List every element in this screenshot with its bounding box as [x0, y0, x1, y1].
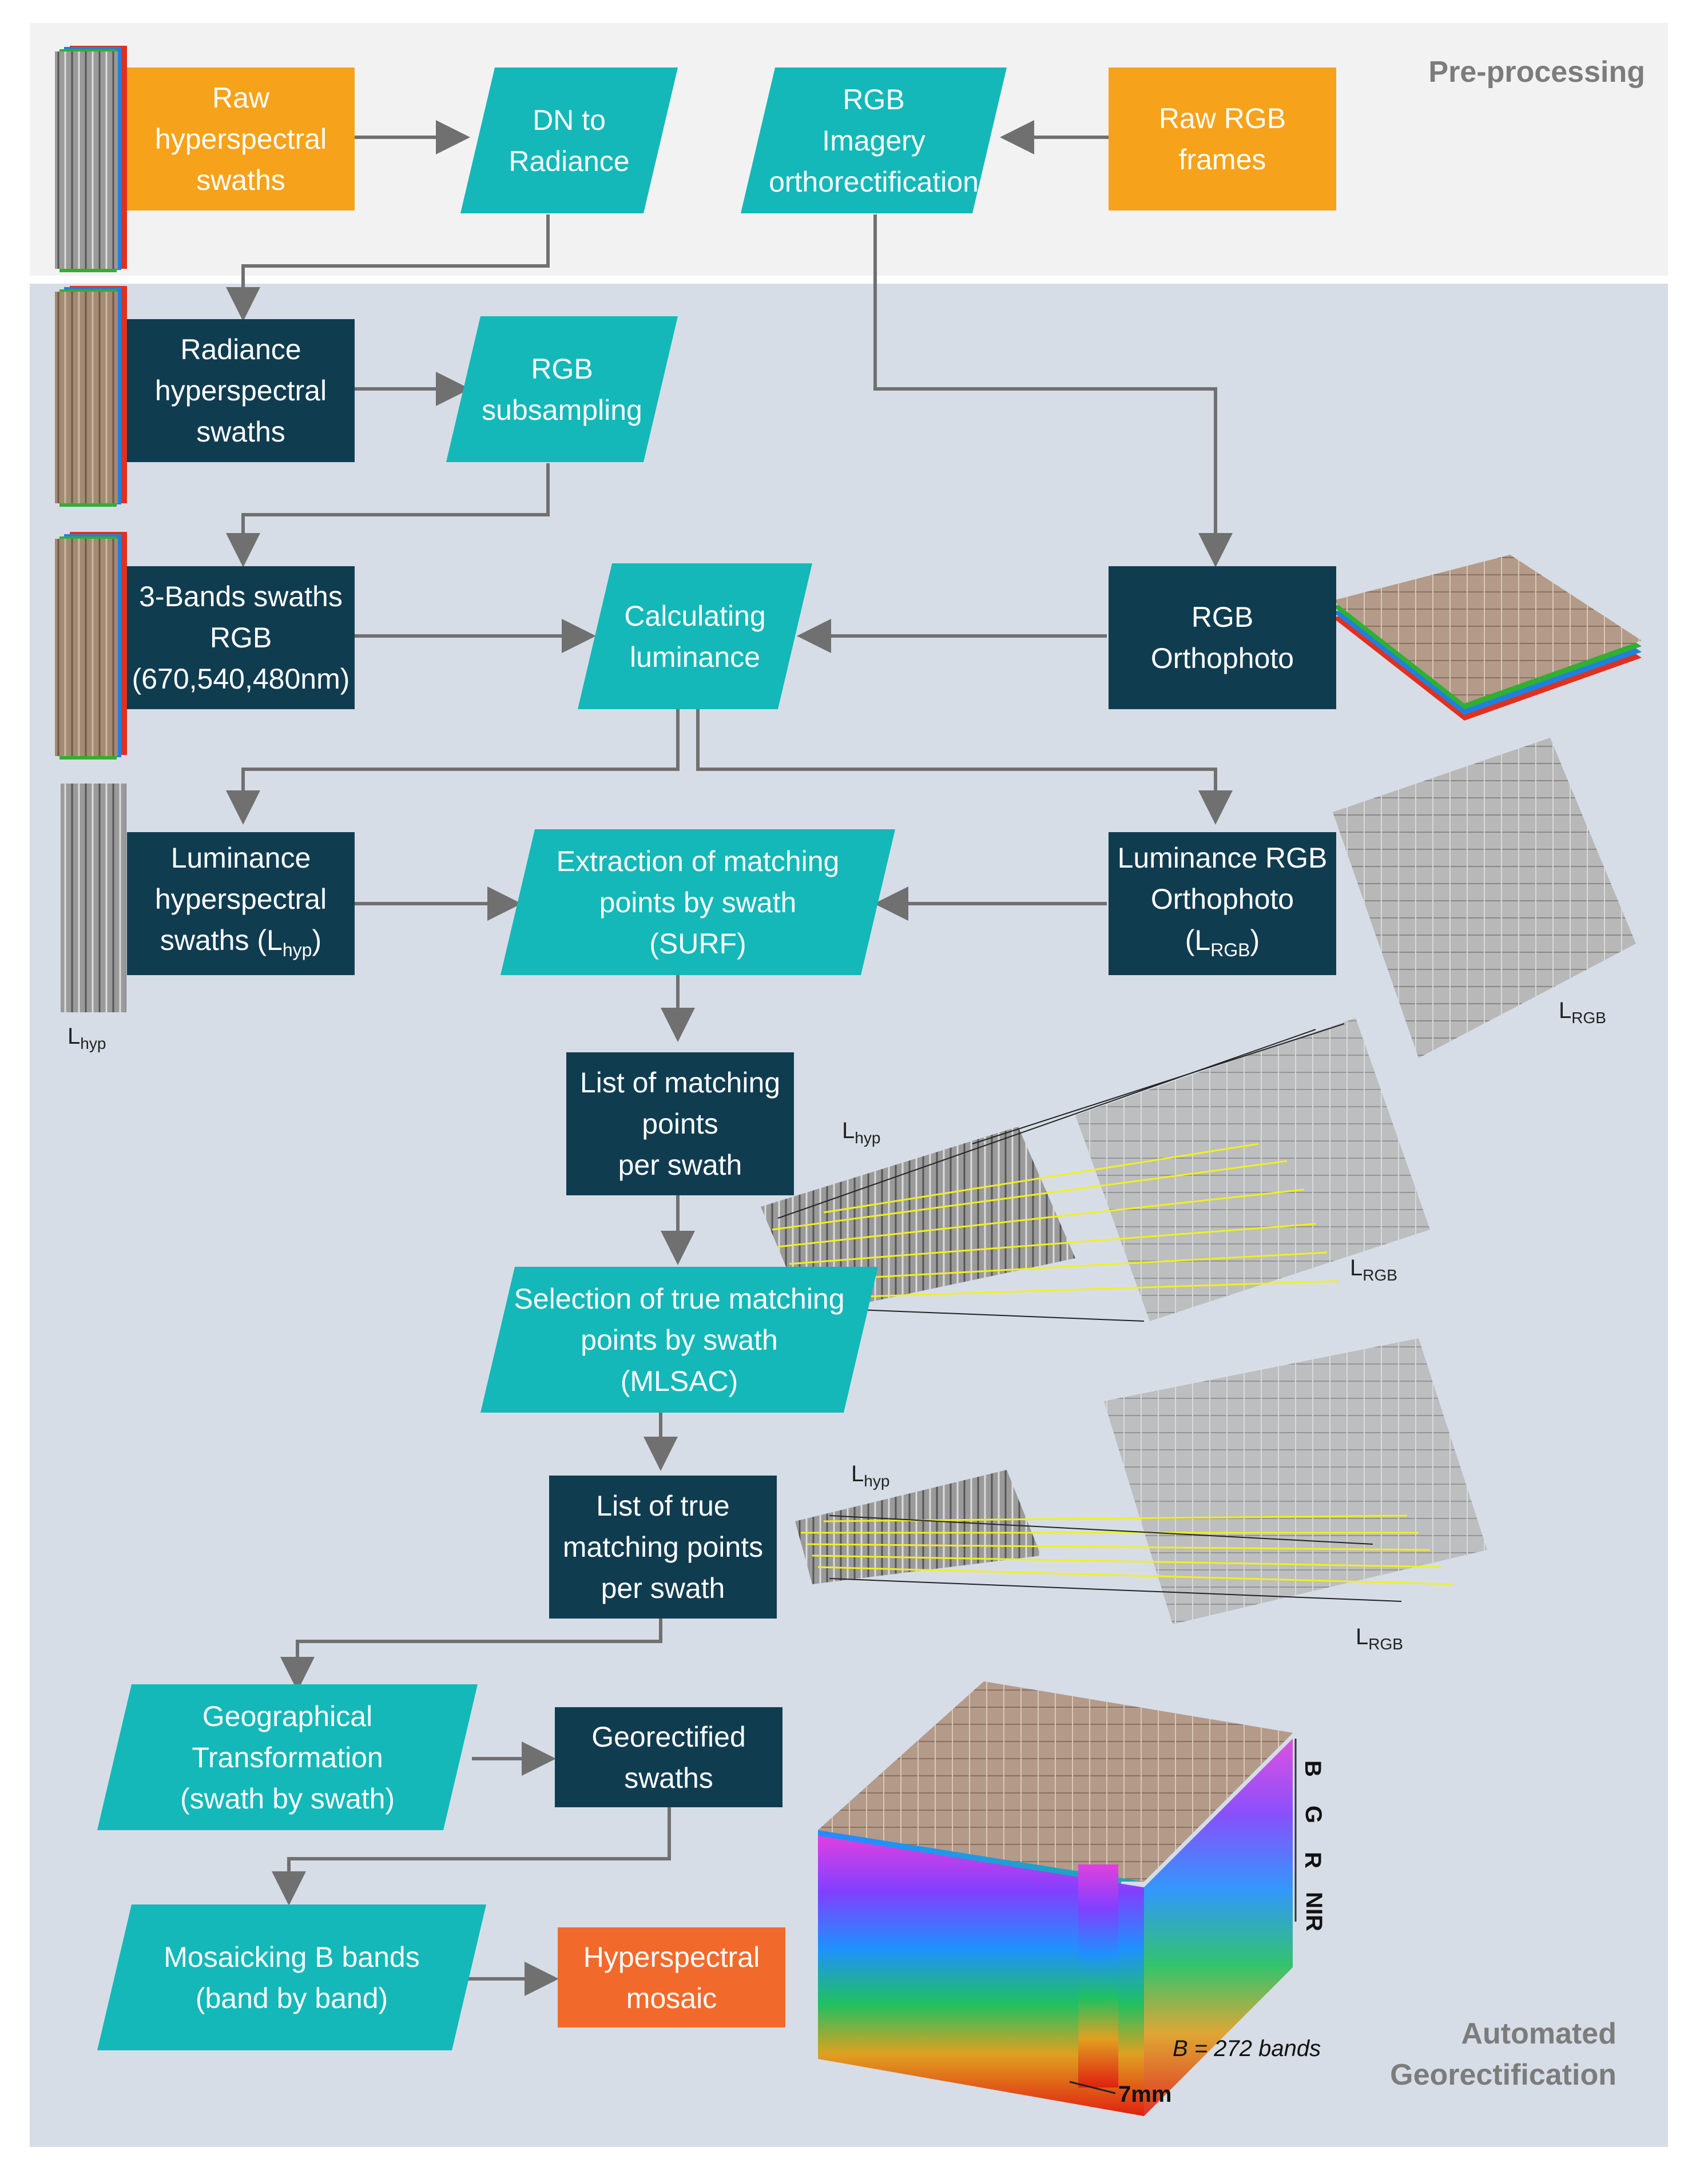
parallelogram-shape	[741, 67, 1007, 213]
lrgb-label-3: LRGB	[1356, 1624, 1403, 1653]
luminance-rgb-box: Luminance RGB Orthophoto (LRGB)	[1109, 832, 1336, 975]
parallelogram-shape	[480, 1267, 878, 1413]
calculating-luminance-label: Calculating luminance	[624, 599, 766, 673]
rgb-orthorectification-label: RGB Imagery orthorectification	[769, 83, 979, 198]
radiance-hyperspectral-box: Radiance hyperspectral swaths	[127, 319, 355, 462]
arrow-ortho-to-orthophoto	[873, 214, 1233, 567]
three-band-swath-thumbnail	[55, 532, 127, 760]
rgb-orthorectification-node: RGB Imagery orthorectification	[741, 67, 1007, 213]
hyperspectral-mosaic-box: Hyperspectral mosaic	[558, 1927, 785, 2027]
arrow-georect-to-mosaic	[272, 1807, 671, 1906]
lrgb-label-2: LRGB	[1350, 1255, 1397, 1284]
parallelogram-shape	[446, 316, 678, 462]
mosaicking-label: Mosaicking B bands (band by band)	[164, 1941, 420, 2014]
dn-to-radiance-label: DN to Radiance	[509, 104, 630, 177]
band-letter-nir: NIR	[1301, 1892, 1326, 1931]
parallelogram-shape	[460, 67, 678, 213]
parallelogram-shape	[501, 829, 895, 975]
true-matching-illustration	[795, 1338, 1487, 1624]
geographical-transformation-node: Geographical Transformation (swath by sw…	[97, 1684, 478, 1830]
raw-rgb-frames-box: Raw RGB frames	[1109, 67, 1336, 210]
mosaicking-node: Mosaicking B bands (band by band)	[97, 1904, 486, 2050]
list-true-matching-box: List of true matching points per swath	[549, 1476, 777, 1619]
band-letter-r: R	[1300, 1852, 1325, 1868]
rgb-subsampling-label: RGB subsampling	[482, 352, 642, 426]
scale-7mm-label: 7mm	[1118, 2082, 1172, 2107]
arrow-lum-to-lumrgb	[696, 709, 1233, 825]
band-count-label: B = 272 bands	[1173, 2036, 1321, 2061]
luminance-swath-thumbnail	[61, 784, 126, 1012]
rgb-orthophoto-block	[1333, 555, 1642, 721]
parallelogram-shape	[97, 1904, 486, 2050]
selection-true-matching-label: Selection of true matching points by swa…	[514, 1282, 845, 1397]
arrow-sub-to-3bands	[226, 463, 550, 567]
radiance-swath-thumbnail	[55, 286, 127, 507]
luminance-rgb-orthophoto	[1333, 738, 1636, 1058]
luminance-rgb-text: Luminance RGB Orthophoto (LRGB)	[1117, 841, 1328, 960]
three-bands-box: 3-Bands swaths RGB (670,540,480nm)	[127, 566, 355, 709]
luminance-hyperspectral-text: Luminance hyperspectral swaths (Lhyp)	[154, 841, 327, 960]
lhyp-label-1: Lhyp	[67, 1024, 106, 1052]
raw-hyperspectral-swaths-box: Raw hyperspectral swaths	[127, 67, 355, 210]
rgb-subsampling-node: RGB subsampling	[446, 316, 678, 462]
parallelogram-shape	[578, 563, 812, 709]
hyperspectral-cube	[818, 1681, 1297, 2116]
lhyp-label-2: Lhyp	[842, 1118, 881, 1147]
extraction-matching-node: Extraction of matching points by swath (…	[501, 829, 895, 975]
list-matching-box: List of matching points per swath	[566, 1052, 794, 1195]
arrow-dn-to-radiance	[226, 214, 550, 321]
rgb-orthophoto-box: RGB Orthophoto	[1109, 566, 1336, 709]
selection-true-matching-node: Selection of true matching points by swa…	[480, 1267, 878, 1413]
raw-swath-thumbnail	[55, 46, 127, 272]
lhyp-label-3: Lhyp	[851, 1461, 890, 1490]
arrow-lum-to-lumhyper	[226, 709, 680, 825]
luminance-hyperspectral-box: Luminance hyperspectral swaths (Lhyp)	[127, 832, 355, 975]
calculating-luminance-node: Calculating luminance	[578, 563, 812, 709]
preprocessing-label: Pre-processing	[1428, 55, 1645, 89]
extraction-matching-label: Extraction of matching points by swath (…	[556, 845, 840, 960]
band-letter-b: B	[1300, 1760, 1325, 1777]
automated-label: Automated Georectification	[1390, 2017, 1616, 2092]
geographical-transformation-label: Geographical Transformation (swath by sw…	[180, 1700, 395, 1815]
arrow-truelist-to-geo	[280, 1619, 662, 1691]
scale-bar-icon	[1069, 2081, 1116, 2094]
georectified-swaths-box: Georectified swaths	[555, 1707, 782, 1807]
band-letter-g: G	[1301, 1805, 1326, 1824]
dn-to-radiance-node: DN to Radiance	[460, 67, 678, 213]
lrgb-label-1: LRGB	[1559, 998, 1606, 1027]
parallelogram-shape	[97, 1684, 478, 1830]
